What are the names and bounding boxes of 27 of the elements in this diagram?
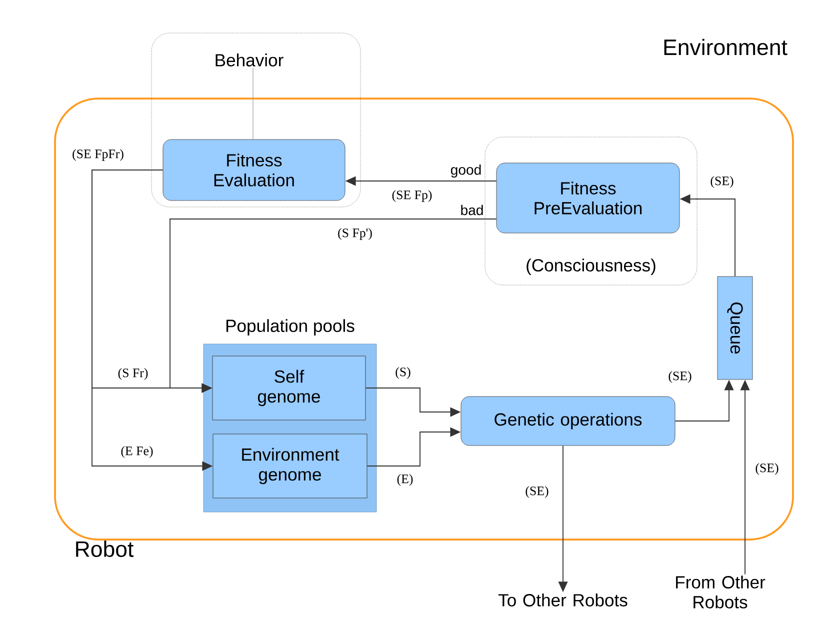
edge-label: (S Fr) (116, 367, 150, 382)
edge-label: (SE) (524, 485, 550, 500)
queue-label: Queue (727, 302, 743, 354)
text-label: To Other Robots (498, 594, 628, 606)
signal-label: (SE FpFr) (72, 149, 124, 161)
edge-label: (E Fe) (120, 445, 154, 460)
genome-box: Self genome (212, 356, 366, 420)
edge-label: good (449, 163, 483, 179)
signal-label: (S Fp') (338, 228, 372, 240)
process-box: Fitness PreEvaluation (496, 162, 680, 234)
process-box: Fitness Evaluation (162, 139, 346, 201)
edge-label: (SE) (667, 370, 693, 384)
node-label: Robot (76, 540, 134, 558)
node-label: Population pools (226, 319, 354, 336)
queue-box (717, 276, 753, 380)
region-label: Environment (664, 38, 788, 56)
edge-label: bad (459, 204, 485, 216)
genome-box: Environment genome (212, 434, 368, 498)
edge-label: (E) (396, 473, 414, 488)
edge-label: (SE) (754, 462, 780, 476)
signal-label: (SE Fp) (392, 190, 432, 202)
text-label: Behavior (216, 54, 284, 66)
edge-label: (S) (394, 366, 412, 380)
text-label: From Other Robots (676, 576, 766, 608)
process-box: Genetic operations (460, 396, 676, 446)
leader-line (252, 68, 254, 140)
edge-label: (SE) (709, 175, 735, 190)
